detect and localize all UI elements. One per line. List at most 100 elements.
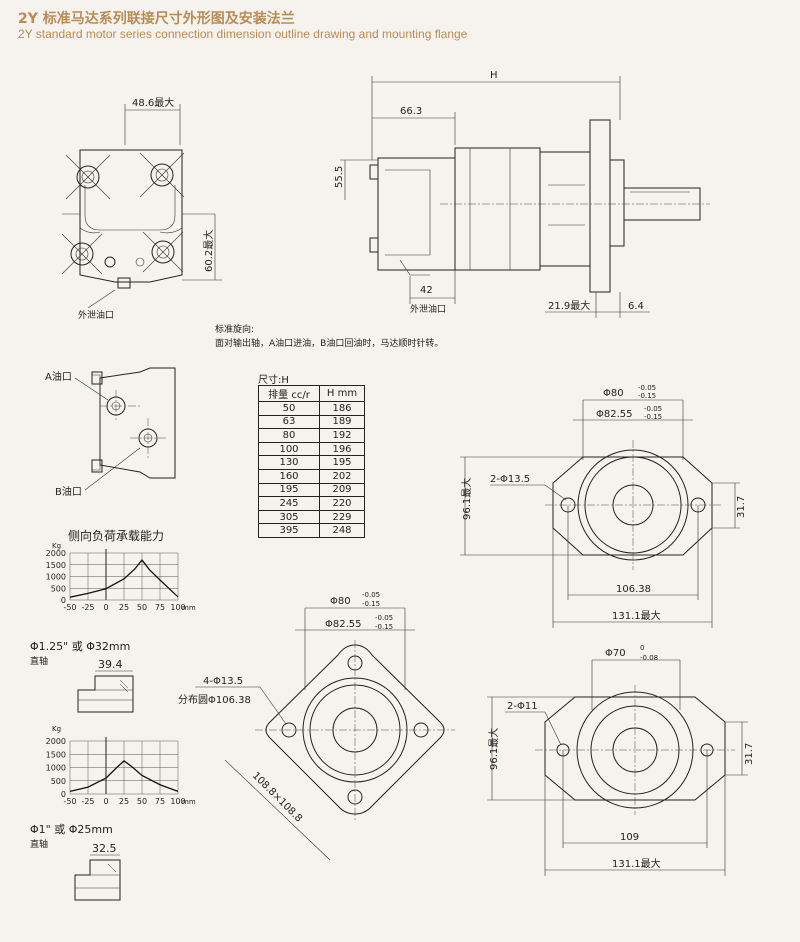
chart-y-tick: 500 <box>51 584 66 593</box>
side-H-dim: H <box>490 70 498 81</box>
front-width-dim: 48.6最大 <box>132 96 174 109</box>
table-cell-displacement: 195 <box>258 482 320 498</box>
b-port-label: B油口 <box>55 485 82 498</box>
front-height-dim: 60.2最大 <box>202 230 215 272</box>
chart-x-tick: 0 <box>103 797 108 806</box>
load-chart-title: 侧向负荷承载能力 <box>68 528 164 543</box>
chart-y-tick: 500 <box>51 777 66 786</box>
flange-2hole-b: Φ70 0 -0.08 2-Φ11 96.1最大 31.7 109 131.1最… <box>487 644 755 876</box>
shaft-detail-1: Φ1.25" 或 Φ32mm 直轴 39.4 <box>30 640 134 713</box>
flangeA-dia2-tol-up: -0.05 <box>644 405 662 413</box>
chart-x-tick: 25 <box>119 797 129 806</box>
chart-series-line <box>69 558 179 598</box>
flangeA-pitch: 106.38 <box>616 584 651 595</box>
chart-y-tick: 1500 <box>46 750 66 759</box>
table-cell-h: 229 <box>319 509 365 525</box>
a-port-label: A油口 <box>45 370 72 383</box>
table-cell-h: 192 <box>319 428 365 443</box>
table-cell-h: 248 <box>319 523 365 538</box>
chart-y-tick: 0 <box>61 790 66 799</box>
side-66-dim: 66.3 <box>400 106 422 117</box>
table-cell-h: 186 <box>319 401 365 416</box>
chart-x-tick: 75 <box>155 797 165 806</box>
flangeB-holes: 2-Φ11 <box>507 701 538 712</box>
table-cell-h: 209 <box>319 482 365 498</box>
table-cell-h: 195 <box>319 455 365 470</box>
chart2-unit: Kg <box>52 725 61 733</box>
table-cell-displacement: 130 <box>258 455 320 470</box>
shaft1-type: 直轴 <box>30 655 48 667</box>
shaft2-label: Φ1" 或 Φ25mm <box>30 823 113 836</box>
flange4-dia1: Φ80 <box>330 596 351 607</box>
shaft-detail-2: Φ1" 或 Φ25mm 直轴 32.5 <box>30 823 121 901</box>
table-cell-h: 196 <box>319 441 365 457</box>
flange4-dia2-tol-lo: -0.15 <box>375 623 393 631</box>
table-cell-displacement: 63 <box>258 414 320 430</box>
port-view: A油口 B油口 <box>45 367 176 498</box>
flange4-holes: 4-Φ13.5 <box>203 676 243 687</box>
flangeA-dia1-tol-up: -0.05 <box>638 384 656 392</box>
flangeA-dia2-tol-lo: -0.15 <box>644 413 662 421</box>
flange4-pcd: 分布圆Φ106.38 <box>178 694 251 706</box>
table-header-h: H mm <box>319 385 365 402</box>
chart-y-tick: 0 <box>61 596 66 605</box>
chart-y-tick: 2000 <box>46 737 66 746</box>
chart-series-line <box>69 760 179 792</box>
flangeB-dia1: Φ70 <box>605 648 626 659</box>
chart-x-tick: 100 <box>170 797 185 806</box>
chart-x-tick: 0 <box>103 603 108 612</box>
flangeA-dia1: Φ80 <box>603 388 624 399</box>
chart-y-tick: 1000 <box>46 764 66 773</box>
chart-x-unit: mm <box>182 798 196 806</box>
side-drain-label: 外泄油口 <box>410 303 446 315</box>
flangeB-pitch: 109 <box>620 832 639 843</box>
flange4-dia2-tol-up: -0.05 <box>375 614 393 622</box>
flange4-dia1-tol-up: -0.05 <box>362 591 380 599</box>
table-header-displacement: 排量 cc/r <box>258 385 320 402</box>
flangeA-height: 96.1最大 <box>460 478 473 520</box>
chart-x-tick: -25 <box>81 603 94 612</box>
flangeA-width: 131.1最大 <box>612 609 661 622</box>
flangeB-width: 131.1最大 <box>612 857 661 870</box>
side-55-dim: 55.5 <box>334 166 345 188</box>
side-42-dim: 42 <box>420 285 433 296</box>
front-drain-label: 外泄油口 <box>78 309 114 321</box>
table-cell-h: 189 <box>319 414 365 430</box>
chart-x-tick: -25 <box>81 797 94 806</box>
page-title-en: 2Y standard motor series connection dime… <box>18 27 468 41</box>
flangeB-dia1-tol-lo: -0.08 <box>640 654 658 662</box>
flange4-square: 108.8×108.8 <box>250 770 304 824</box>
chart-x-tick: 75 <box>155 603 165 612</box>
table-cell-displacement: 50 <box>258 401 320 416</box>
table-cell-h: 202 <box>319 468 365 484</box>
table-cell-displacement: 160 <box>258 468 320 484</box>
flangeA-holes: 2-Φ13.5 <box>490 474 530 485</box>
shaft1-dim: 39.4 <box>98 658 123 671</box>
shaft1-label: Φ1.25" 或 Φ32mm <box>30 640 130 653</box>
shaft2-type: 直轴 <box>30 838 48 850</box>
table-cell-displacement: 100 <box>258 441 320 457</box>
chart-x-tick: 25 <box>119 603 129 612</box>
flange-2hole-a: Φ80 -0.05 -0.15 Φ82.55 -0.05 -0.15 2-Φ13… <box>460 384 747 628</box>
table-cell-displacement: 245 <box>258 496 320 511</box>
size-table-caption: 尺寸:H <box>258 375 289 386</box>
chart-x-tick: 50 <box>137 797 147 806</box>
page-title-cn: 2Y 标准马达系列联接尺寸外形图及安装法兰 <box>18 11 295 27</box>
flange4-dia2: Φ82.55 <box>325 619 362 630</box>
chart1-unit: Kg <box>52 542 61 550</box>
rotation-note-text: 面对输出轴，A油口进油，B油口回油时，马达顺时针转。 <box>215 337 443 349</box>
chart-x-unit: mm <box>182 604 196 612</box>
